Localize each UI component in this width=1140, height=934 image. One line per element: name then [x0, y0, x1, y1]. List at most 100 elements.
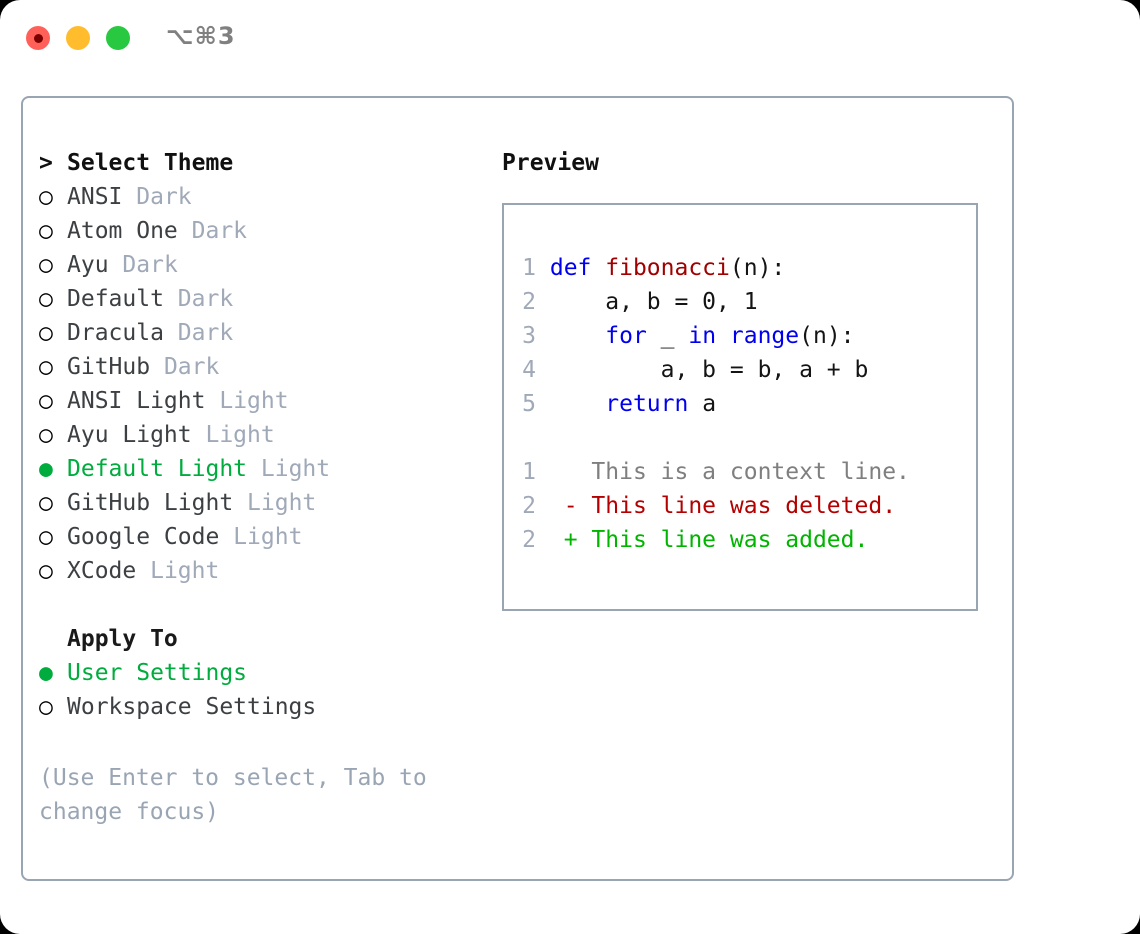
- radio-unselected-icon[interactable]: ○: [39, 524, 53, 550]
- theme-list-item[interactable]: ○Dracula Dark: [39, 316, 494, 350]
- close-button-icon[interactable]: [26, 26, 50, 50]
- code-token: def: [549, 255, 606, 281]
- radio-unselected-icon[interactable]: ○: [39, 252, 53, 278]
- theme-name-gap: [109, 252, 123, 278]
- theme-name: Ayu Light: [67, 422, 192, 448]
- radio-unselected-icon[interactable]: ○: [39, 422, 53, 448]
- theme-name-gap: [164, 320, 178, 346]
- maximize-button-icon[interactable]: [106, 26, 130, 50]
- theme-variant-tag: Dark: [136, 184, 192, 210]
- theme-name-gap: [122, 184, 136, 210]
- theme-variant-tag: Dark: [177, 286, 234, 312]
- diff-line: 1 This is a context line.: [522, 455, 968, 489]
- radio-unselected-icon[interactable]: ○: [39, 490, 53, 516]
- theme-list-item[interactable]: ○XCode Light: [39, 554, 494, 588]
- code-line: 2 a, b = 0, 1: [522, 285, 968, 319]
- theme-variant-tag: Light: [233, 524, 303, 550]
- theme-list-item[interactable]: ○Ayu Light Light: [39, 418, 494, 452]
- preview-title: Preview: [502, 150, 599, 176]
- theme-variant-tag: Dark: [191, 218, 248, 244]
- theme-name-gap: [150, 354, 164, 380]
- select-theme-header: > Select Theme: [39, 146, 494, 180]
- theme-list-item[interactable]: ○ ANSI Dark: [39, 180, 494, 214]
- diff-line-gap: [536, 527, 564, 553]
- radio-unselected-icon[interactable]: ○: [39, 558, 53, 584]
- code-token: return: [605, 391, 689, 417]
- theme-name: GitHub: [67, 354, 151, 380]
- preview-column: Preview 1 def fibonacci(n):2 a, b = 0, 1…: [502, 146, 1002, 611]
- radio-unselected-icon[interactable]: ○: [39, 694, 53, 720]
- theme-name-gap: [192, 422, 206, 448]
- theme-list: ○ ANSI Dark ○ Atom One Dark ○ Ayu Dark ○ Defaul…: [39, 180, 494, 588]
- diff-line: 2 - This line was deleted.: [522, 489, 968, 523]
- code-token: in range: [688, 323, 800, 349]
- radio-unselected-icon[interactable]: ○: [39, 286, 53, 312]
- radio-unselected-icon[interactable]: ○: [39, 320, 53, 346]
- radio-unselected-icon[interactable]: ○: [39, 388, 53, 414]
- theme-list-item[interactable]: ○GitHub Light Light: [39, 486, 494, 520]
- theme-name-gap: [205, 388, 219, 414]
- select-theme-label: Select Theme: [67, 150, 234, 176]
- theme-name: ANSI: [67, 184, 123, 210]
- line-number-gap: [536, 357, 550, 383]
- theme-list-item[interactable]: ○ Atom One Dark: [39, 214, 494, 248]
- theme-variant-tag: Dark: [177, 320, 234, 346]
- main-panel: >Select Theme ○ANSI Dark○Atom One Dark○A…: [21, 96, 1014, 881]
- line-number: 2: [522, 289, 536, 315]
- theme-list-item[interactable]: ○ANSI Light Light: [39, 384, 494, 418]
- theme-list-item[interactable]: ○ Google Code Light: [39, 520, 494, 554]
- theme-name: Ayu: [67, 252, 109, 278]
- code-token: a, b = 0, 1: [549, 289, 758, 315]
- theme-list-item[interactable]: ○ GitHub Dark: [39, 350, 494, 384]
- code-diff-gap: [522, 421, 968, 455]
- theme-name-gap: [178, 218, 192, 244]
- radio-unselected-icon[interactable]: ○: [39, 218, 53, 244]
- radio-selected-icon[interactable]: ●: [39, 660, 53, 686]
- theme-name: Atom One: [67, 218, 178, 244]
- radio-unselected-icon[interactable]: ○: [39, 184, 53, 210]
- theme-selector-column: >Select Theme ○ANSI Dark○Atom One Dark○A…: [39, 146, 494, 724]
- code-token: a, b = b, a + b: [549, 357, 869, 383]
- apply-to-list-item[interactable]: ○Workspace Settings: [39, 690, 494, 724]
- theme-variant-tag: Dark: [122, 252, 178, 278]
- minimize-button-icon[interactable]: [66, 26, 90, 50]
- theme-variant-tag: Light: [219, 388, 289, 414]
- code-token: (n):: [799, 323, 855, 349]
- code-token: [550, 323, 605, 349]
- theme-variant-tag: Dark: [163, 354, 220, 380]
- theme-variant-tag: Light: [260, 456, 331, 482]
- diff-line-gap: [536, 459, 564, 485]
- theme-name-gap: [136, 558, 150, 584]
- keyboard-hint: (Use Enter to select, Tab to change focu…: [39, 765, 441, 825]
- theme-variant-tag: Light: [247, 490, 317, 516]
- theme-list-item[interactable]: ○ Default Dark: [39, 282, 494, 316]
- diff-line-number: 1: [522, 459, 536, 485]
- apply-to-label: Apply To: [67, 626, 178, 652]
- apply-to-header: Apply To: [39, 622, 494, 656]
- titlebar: ⌥⌘3: [0, 0, 1140, 78]
- apply-to-list-item[interactable]: ●User Settings: [39, 656, 494, 690]
- code-line: 3 for _ in range(n):: [522, 319, 968, 353]
- theme-name: Google Code: [67, 524, 220, 550]
- radio-unselected-icon[interactable]: ○: [39, 354, 53, 380]
- diff-line-text: - This line was deleted.: [563, 493, 897, 519]
- prompt-caret-icon: >: [39, 150, 53, 176]
- theme-list-item[interactable]: ●Default Light Light: [39, 452, 494, 486]
- diff-line-number: 2: [522, 493, 536, 519]
- theme-list-item[interactable]: ○ Ayu Dark: [39, 248, 494, 282]
- list-spacer: [39, 588, 494, 622]
- theme-name: Default: [67, 286, 164, 312]
- code-line: 5 return a: [522, 387, 968, 421]
- line-number: 3: [522, 323, 536, 349]
- theme-name-gap: [164, 286, 178, 312]
- line-number: 1: [522, 255, 536, 281]
- line-number: 5: [522, 391, 536, 417]
- code-token: (n):: [729, 255, 786, 281]
- diff-sample: 1 This is a context line.2 - This line w…: [522, 455, 968, 557]
- line-number-gap: [536, 289, 550, 315]
- radio-selected-icon[interactable]: ●: [39, 456, 53, 482]
